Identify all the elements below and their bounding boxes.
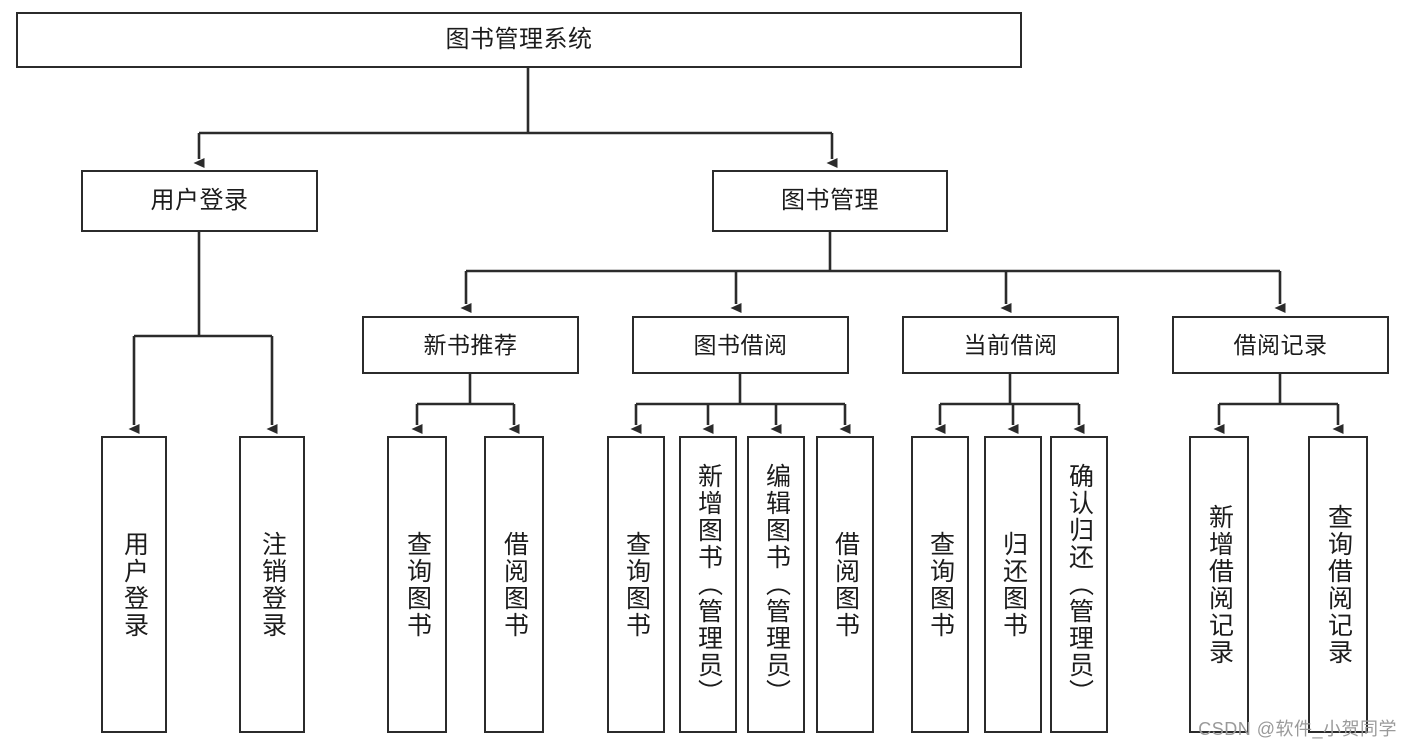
leaf-logout-label: 注销登录 (258, 530, 287, 639)
leaf-edit-book-admin-label: 编辑图书（管理员） (762, 463, 791, 706)
leaf-add-borrow-record-label: 新增借阅记录 (1205, 503, 1234, 666)
node-book-management[interactable]: 图书管理 (712, 170, 948, 232)
node-borrow-record[interactable]: 借阅记录 (1172, 316, 1389, 374)
node-book-borrow[interactable]: 图书借阅 (632, 316, 849, 374)
leaf-edit-book-admin[interactable]: 编辑图书（管理员） (747, 436, 805, 733)
leaf-confirm-return-admin-label: 确认归还（管理员） (1065, 463, 1094, 706)
leaf-return-book-label: 归还图书 (999, 530, 1028, 639)
watermark-text: CSDN @软件_小贺同学 (1198, 719, 1397, 739)
leaf-query-book-current[interactable]: 查询图书 (911, 436, 969, 733)
node-book-management-label: 图书管理 (781, 187, 879, 215)
leaf-logout[interactable]: 注销登录 (239, 436, 305, 733)
leaf-user-login[interactable]: 用户登录 (101, 436, 167, 733)
leaf-query-borrow-record-label: 查询借阅记录 (1324, 503, 1353, 666)
leaf-borrow-book-label: 借阅图书 (831, 530, 860, 639)
leaf-add-borrow-record[interactable]: 新增借阅记录 (1189, 436, 1249, 733)
node-current-borrow-label: 当前借阅 (963, 331, 1058, 358)
node-user-login-label: 用户登录 (150, 187, 249, 215)
leaf-return-book[interactable]: 归还图书 (984, 436, 1042, 733)
leaf-query-book-recommend-label: 查询图书 (403, 530, 432, 639)
leaf-borrow-book[interactable]: 借阅图书 (816, 436, 874, 733)
leaf-borrow-book-recommend-label: 借阅图书 (500, 530, 529, 639)
node-new-book-recommend-label: 新书推荐 (423, 331, 518, 358)
node-new-book-recommend[interactable]: 新书推荐 (362, 316, 579, 374)
leaf-user-login-label: 用户登录 (120, 530, 149, 639)
leaf-add-book-admin-label: 新增图书（管理员） (694, 463, 723, 706)
node-root-label: 图书管理系统 (445, 26, 593, 54)
leaf-query-book-borrow-label: 查询图书 (622, 530, 651, 639)
node-borrow-record-label: 借阅记录 (1233, 331, 1328, 358)
leaf-query-book-borrow[interactable]: 查询图书 (607, 436, 665, 733)
leaf-query-book-current-label: 查询图书 (926, 530, 955, 639)
node-current-borrow[interactable]: 当前借阅 (902, 316, 1119, 374)
leaf-query-book-recommend[interactable]: 查询图书 (387, 436, 447, 733)
leaf-query-borrow-record[interactable]: 查询借阅记录 (1308, 436, 1368, 733)
node-root[interactable]: 图书管理系统 (16, 12, 1022, 68)
node-user-login[interactable]: 用户登录 (81, 170, 318, 232)
leaf-confirm-return-admin[interactable]: 确认归还（管理员） (1050, 436, 1108, 733)
node-book-borrow-label: 图书借阅 (693, 331, 788, 358)
leaf-add-book-admin[interactable]: 新增图书（管理员） (679, 436, 737, 733)
leaf-borrow-book-recommend[interactable]: 借阅图书 (484, 436, 544, 733)
